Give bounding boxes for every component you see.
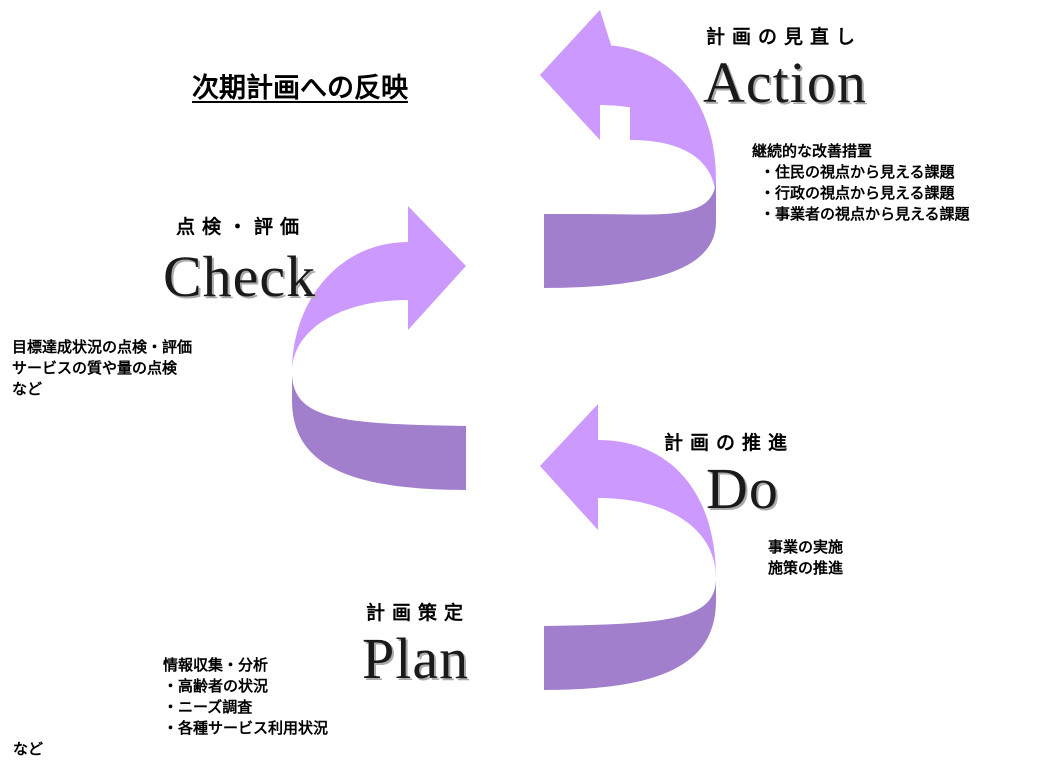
reflection-heading: 次期計画への反映 xyxy=(192,73,408,104)
plan-note: 情報収集・分析 xyxy=(163,656,269,674)
action-arrow xyxy=(540,10,716,288)
check-note: 目標達成状況の点検・評価 xyxy=(12,338,193,356)
do-note: 施策の推進 xyxy=(768,559,844,577)
plan-note: ・各種サービス利用状況 xyxy=(163,719,329,737)
action-note: ・行政の視点から見える課題 xyxy=(760,184,955,202)
do-note: 事業の実施 xyxy=(768,538,844,556)
do-label: 計画の推進 xyxy=(664,432,795,454)
check-note: など xyxy=(12,380,43,398)
do-title: Do xyxy=(706,456,779,521)
action-note: ・住民の視点から見える課題 xyxy=(760,163,955,181)
plan-title: Plan xyxy=(362,626,470,691)
action-note: 継続的な改善措置 xyxy=(752,142,873,160)
action-notes: 継続的な改善措置 ・住民の視点から見える課題 ・行政の視点から見える課題 ・事業… xyxy=(752,141,970,225)
action-note: ・事業者の視点から見える課題 xyxy=(760,205,970,223)
check-note: サービスの質や量の点検 xyxy=(12,359,178,377)
check-arrow xyxy=(292,206,466,490)
plan-notes: 情報収集・分析 ・高齢者の状況 ・ニーズ調査 ・各種サービス利用状況 など xyxy=(13,655,329,760)
action-title: Action xyxy=(703,50,867,115)
action-label: 計画の見直し xyxy=(706,26,863,48)
check-label: 点検・評価 xyxy=(176,216,307,238)
plan-note: ・高齢者の状況 xyxy=(163,677,269,695)
plan-note: ・ニーズ調査 xyxy=(163,698,253,716)
do-arrow xyxy=(540,404,716,690)
plan-note: など xyxy=(13,740,44,758)
plan-label: 計画策定 xyxy=(366,602,471,624)
check-title: Check xyxy=(163,244,317,309)
check-notes: 目標達成状況の点検・評価 サービスの質や量の点検 など xyxy=(12,337,192,400)
do-notes: 事業の実施 施策の推進 xyxy=(768,537,843,579)
